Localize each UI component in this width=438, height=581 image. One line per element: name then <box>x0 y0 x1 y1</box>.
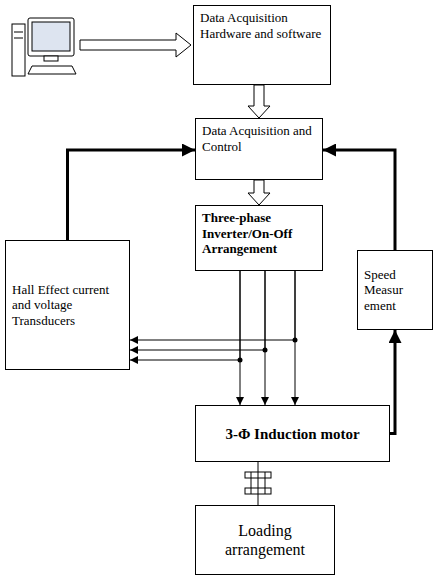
node-text: Speed Measur ement <box>364 267 426 314</box>
power-wire <box>130 271 295 340</box>
load-box: Loading arrangement <box>195 505 335 575</box>
control-box: Data Acquisition and Control <box>195 118 323 180</box>
monitor-frame <box>28 18 74 56</box>
motor-box: 3-Φ Induction motor <box>195 405 390 462</box>
power-wire <box>258 462 259 505</box>
signal-line <box>68 150 196 240</box>
node-text: 3-Φ Induction motor <box>202 425 383 443</box>
keyboard <box>28 66 76 74</box>
speed-box: Speed Measur ement <box>357 250 433 330</box>
signal-line <box>390 330 395 434</box>
node-text: Data Acquisition and Control <box>202 123 316 154</box>
node-text: Data Acquisition Hardware and software <box>200 10 324 41</box>
junction-dot <box>263 348 268 353</box>
hardware-box: Data Acquisition Hardware and software <box>193 5 331 85</box>
tower-slot <box>14 32 23 33</box>
coupling-bolt <box>251 472 252 494</box>
signal-line <box>323 150 395 250</box>
block-arrow <box>248 85 270 118</box>
block-arrow <box>80 33 191 57</box>
inverter-box: Three-phase Inverter/On-Off Arrangement <box>195 205 323 271</box>
node-text: Three-phase Inverter/On-Off Arrangement <box>202 210 316 257</box>
computer-tower <box>12 24 25 76</box>
block-arrow <box>248 180 270 205</box>
junction-dot <box>293 338 298 343</box>
transducer-box: Hall Effect current and voltage Transduc… <box>5 240 130 370</box>
junction-dot <box>238 358 243 363</box>
power-wire <box>130 271 240 360</box>
tower-slot <box>14 38 23 39</box>
node-text: Loading arrangement <box>202 521 328 559</box>
power-wire <box>130 271 265 350</box>
monitor-stand <box>44 56 58 61</box>
monitor-screen <box>32 22 70 51</box>
computer-icon <box>12 18 76 76</box>
node-text: Hall Effect current and voltage Transduc… <box>12 282 123 329</box>
coupling-bolt <box>265 472 266 494</box>
